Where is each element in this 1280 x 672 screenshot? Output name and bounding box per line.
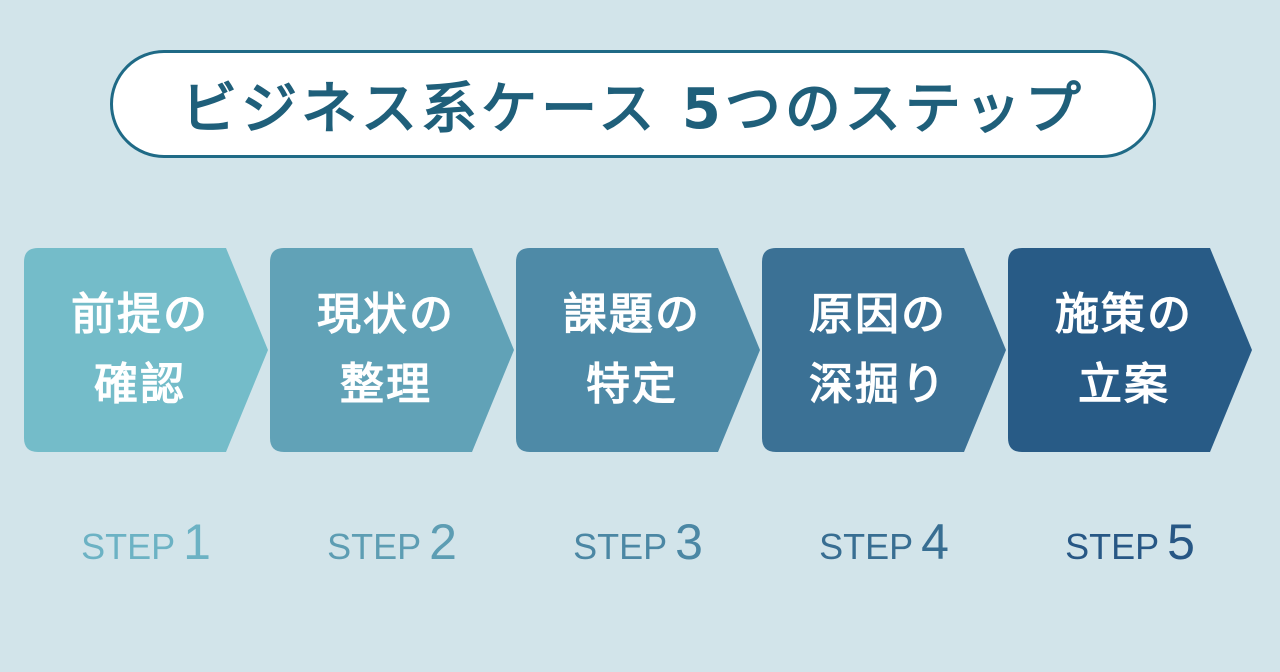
step-label-text: 現状の 整理 [270, 248, 502, 452]
step-label-text: 前提の 確認 [24, 248, 256, 452]
step-title-line2: 特定 [586, 359, 678, 410]
step-label-text: 原因の 深掘り [762, 248, 994, 452]
step-arrow-4: 原因の 深掘り [762, 248, 1010, 452]
step-arrow-1: 前提の 確認 [24, 248, 272, 452]
step-word: STEP [1065, 526, 1160, 567]
step-arrow-5: 施策の 立案 [1008, 248, 1256, 452]
arrow-fill [516, 248, 760, 452]
step-title-line1: 原因の [809, 289, 947, 340]
arrow-shape [762, 248, 1006, 452]
arrow-shape [516, 248, 760, 452]
step-word: STEP [573, 526, 668, 567]
step-title-line2: 確認 [94, 359, 186, 410]
step-title-line1: 課題の [563, 289, 701, 340]
arrow-fill [1008, 248, 1252, 452]
step-title-line1: 施策の [1055, 289, 1193, 340]
step-num: 1 [183, 514, 211, 570]
step-word: STEP [81, 526, 176, 567]
step-arrow-3: 課題の 特定 [516, 248, 764, 452]
step-word: STEP [327, 526, 422, 567]
step-num: 3 [675, 514, 703, 570]
step-label-text: 課題の 特定 [516, 248, 748, 452]
step-arrow-2: 現状の 整理 [270, 248, 518, 452]
arrow-shape [24, 248, 268, 452]
step-title-line2: 立案 [1078, 359, 1170, 410]
arrow-fill [270, 248, 514, 452]
page-title: ビジネス系ケース 5つのステップ [181, 76, 1085, 142]
step-title-line2: 深掘り [809, 359, 947, 410]
step-label-text: 施策の 立案 [1008, 248, 1240, 452]
arrow-shape [1008, 248, 1252, 452]
step-num: 2 [429, 514, 457, 570]
step-num: 4 [921, 514, 949, 570]
step-title-line1: 前提の [71, 289, 209, 340]
step-title-line1: 現状の [317, 289, 455, 340]
step-word: STEP [819, 526, 914, 567]
title-banner: ビジネス系ケース 5つのステップ [110, 50, 1156, 158]
arrow-fill [24, 248, 268, 452]
step-num: 5 [1167, 514, 1195, 570]
arrow-shape [270, 248, 514, 452]
step-title-line2: 整理 [340, 359, 432, 410]
arrow-fill [762, 248, 1006, 452]
